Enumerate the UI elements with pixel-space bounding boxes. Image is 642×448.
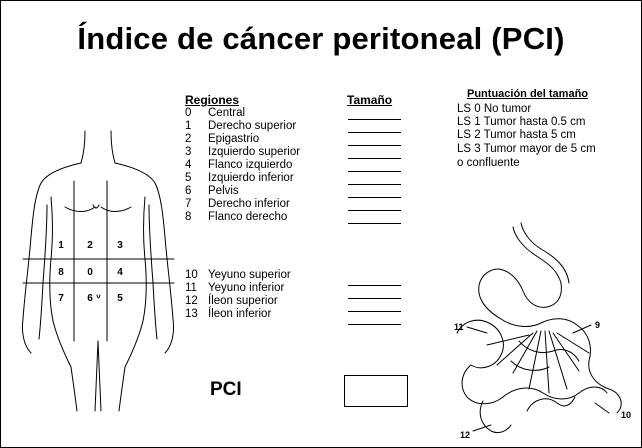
intestine-label-12: 12 bbox=[460, 430, 470, 440]
intestine-label-11: 11 bbox=[454, 322, 464, 332]
intestine-label-10: 10 bbox=[621, 410, 631, 420]
intestine-label-9: 9 bbox=[595, 320, 600, 330]
